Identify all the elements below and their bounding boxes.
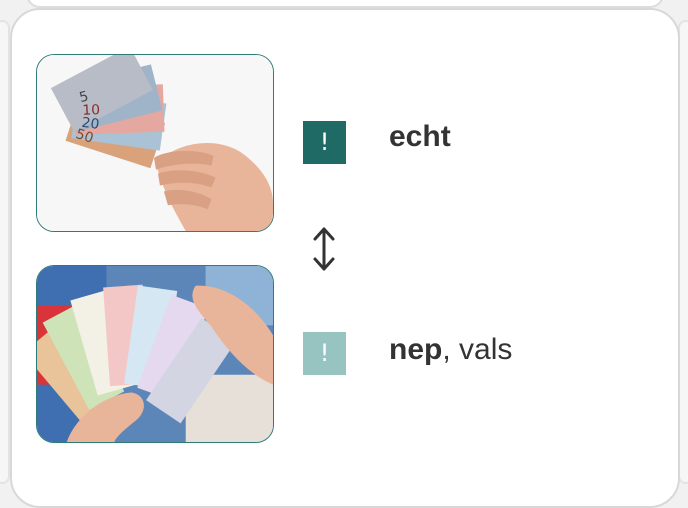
svg-text:5: 5 <box>78 88 90 106</box>
word-vals: , vals <box>442 333 513 366</box>
word-echt: echt <box>389 120 451 153</box>
euro-banknotes-photo: 50 20 10 5 <box>36 54 274 232</box>
neighbor-card-left <box>0 20 10 484</box>
svg-text:10: 10 <box>82 102 100 119</box>
info-badge-echt: ! <box>303 121 346 164</box>
monopoly-money-photo <box>36 265 274 443</box>
svg-text:20: 20 <box>81 115 101 133</box>
word-nep-vals: nep, vals <box>389 333 512 367</box>
previous-card-edge <box>26 0 664 8</box>
info-badge-nep: ! <box>303 332 346 375</box>
word-nep: nep <box>389 333 443 366</box>
up-down-arrow-icon <box>309 226 339 272</box>
svg-text:50: 50 <box>74 126 96 147</box>
